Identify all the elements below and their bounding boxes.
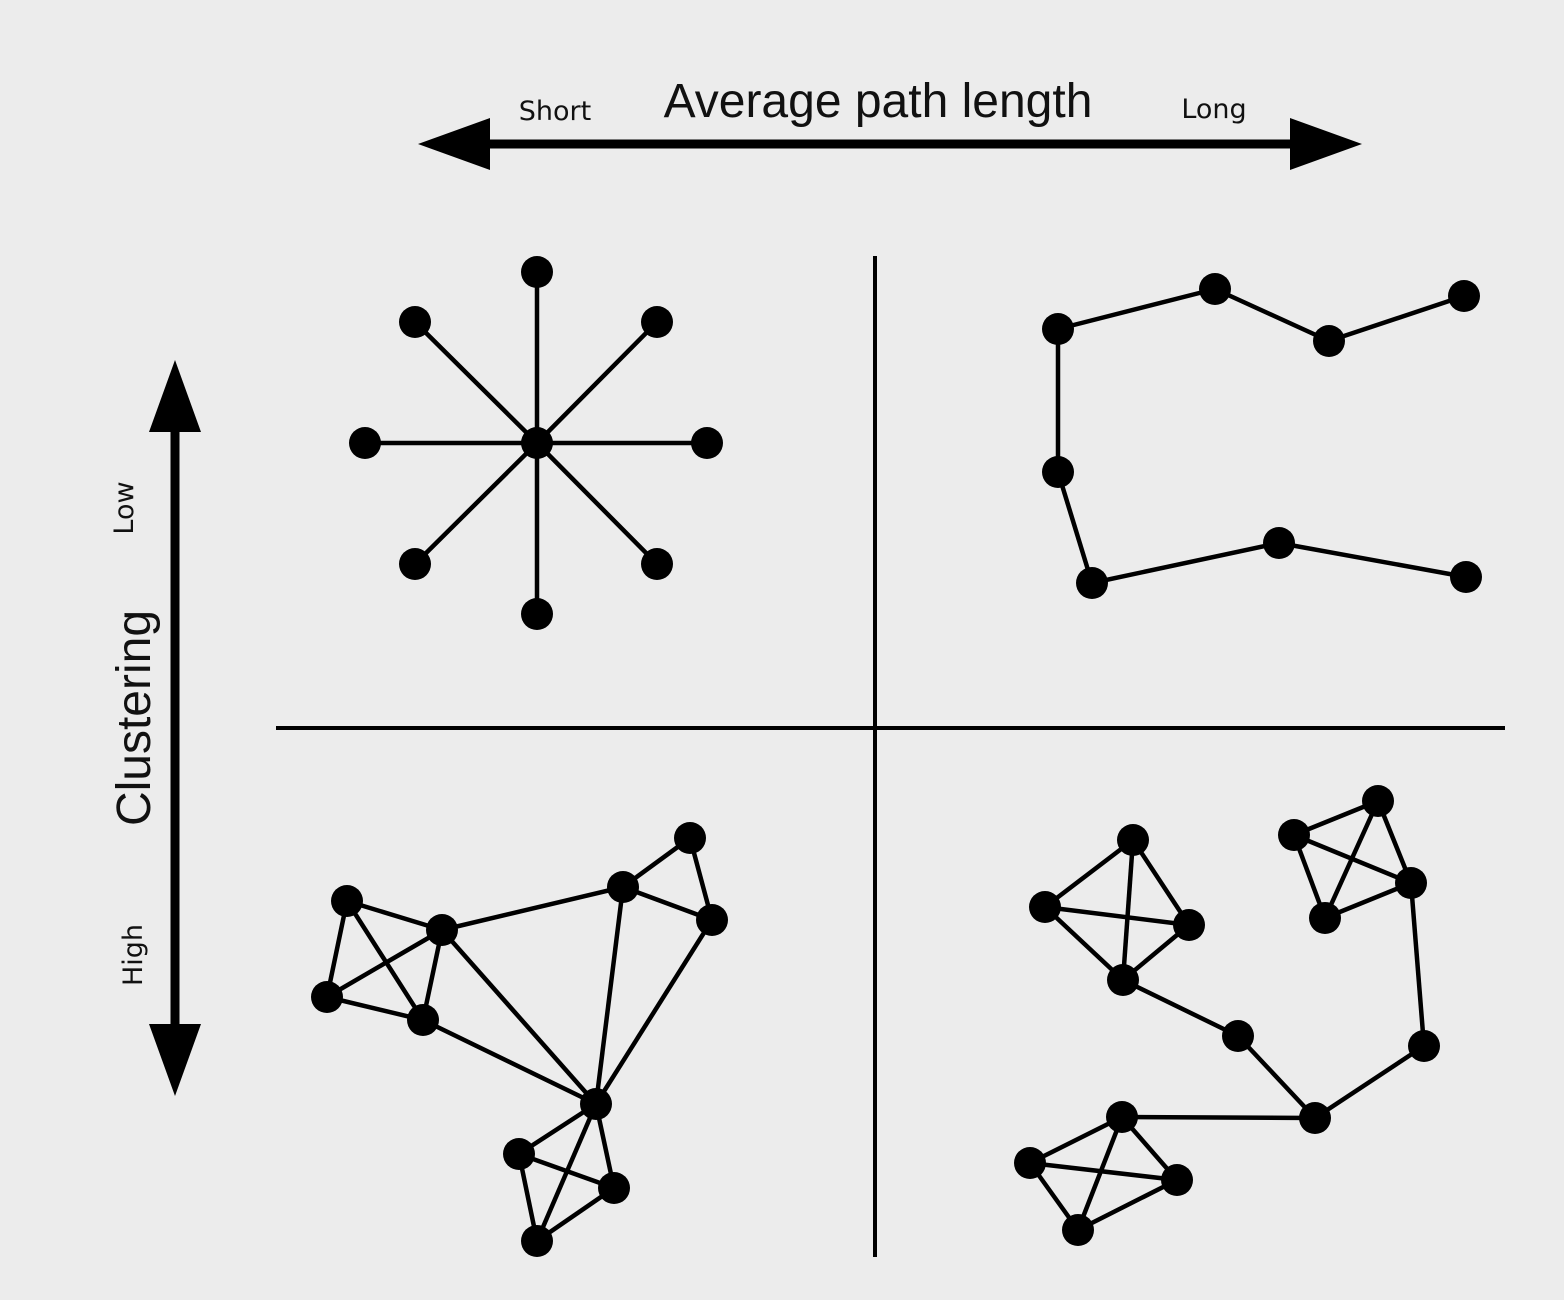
network-edge (535, 320, 659, 445)
network-node (399, 548, 431, 580)
network-edge (1328, 293, 1465, 344)
clustered-long-network (1014, 785, 1440, 1246)
network-node (1278, 819, 1310, 851)
network-node (521, 1225, 553, 1257)
network-node (641, 306, 673, 338)
network-node (1117, 824, 1149, 856)
x-axis-long-label: Long (1181, 94, 1246, 125)
network-node (399, 306, 431, 338)
network-node (598, 1172, 630, 1204)
x-axis-short-label: Short (519, 96, 591, 127)
network-node (1199, 273, 1231, 305)
network-edge (1029, 1160, 1178, 1183)
network-node (521, 598, 553, 630)
network-node (349, 427, 381, 459)
network-node (1263, 527, 1295, 559)
network-node (331, 885, 363, 917)
network-edge (1408, 882, 1427, 1047)
network-node (641, 548, 673, 580)
network-edge (1131, 838, 1191, 927)
network-edge (1121, 1114, 1316, 1121)
network-edge (593, 886, 626, 1105)
network-node (521, 256, 553, 288)
network-edge (1043, 905, 1125, 982)
network-edge (1044, 904, 1190, 928)
x-axis-right-arrowhead (1290, 118, 1362, 170)
network-edge (422, 1017, 597, 1107)
network-edge (326, 994, 424, 1023)
network-node (580, 1088, 612, 1120)
network-edge (324, 900, 350, 998)
network-edge (1043, 838, 1135, 909)
network-node (691, 427, 723, 459)
network-node (1299, 1102, 1331, 1134)
network-edge (440, 928, 598, 1106)
network-edge (594, 918, 714, 1106)
network-node (1014, 1147, 1046, 1179)
network-node (1076, 567, 1108, 599)
network-edge (518, 1151, 615, 1191)
network-node (1313, 325, 1345, 357)
x-axis-title: Average path length (664, 75, 1093, 128)
network-node (311, 981, 343, 1013)
network-node (1042, 456, 1074, 488)
network-edge (413, 320, 539, 445)
network-edge (325, 928, 444, 999)
network-edge (413, 441, 539, 566)
y-axis-top-arrowhead (149, 360, 201, 432)
network-node (1106, 1101, 1138, 1133)
network-edge (535, 441, 659, 566)
network-node (1222, 1020, 1254, 1052)
y-axis-low-label: Low (109, 481, 140, 534)
network-edge (1313, 1044, 1426, 1120)
network-node (1042, 313, 1074, 345)
network-node (1362, 785, 1394, 817)
network-node (696, 904, 728, 936)
network-edge (1120, 839, 1136, 981)
network-edge (441, 884, 624, 933)
network-node (503, 1138, 535, 1170)
network-edge (1122, 977, 1239, 1039)
network-node (674, 822, 706, 854)
network-edge (1057, 286, 1216, 332)
network-edge (1028, 1114, 1124, 1166)
network-node (1309, 902, 1341, 934)
network-node (1450, 561, 1482, 593)
network-edge (1055, 471, 1095, 584)
network-node (407, 1004, 439, 1036)
y-axis-high-label: High (118, 924, 149, 986)
y-axis-arrow (149, 360, 201, 1096)
network-node (1408, 1030, 1440, 1062)
network-node (1395, 867, 1427, 899)
y-axis-title: Clustering (108, 610, 161, 826)
network-edge (1278, 540, 1467, 580)
network-edge (1075, 1116, 1125, 1231)
network-edge (1214, 286, 1330, 344)
network-edge (1236, 1034, 1317, 1120)
network-edge (1091, 540, 1280, 586)
network-node (1062, 1214, 1094, 1246)
network-edge (1076, 1177, 1179, 1233)
network-node (1448, 280, 1480, 312)
network-node (521, 427, 553, 459)
network-node (1107, 964, 1139, 996)
network-node (1029, 891, 1061, 923)
network-node (1173, 909, 1205, 941)
chain-network (1042, 273, 1482, 599)
network-edge (345, 899, 425, 1022)
clustered-short-network (311, 822, 728, 1257)
network-edge (1322, 800, 1381, 919)
network-edge (346, 898, 443, 933)
network-node (426, 914, 458, 946)
network-node (607, 871, 639, 903)
star-network (349, 256, 723, 630)
network-node (1161, 1164, 1193, 1196)
x-axis-left-arrowhead (418, 118, 490, 170)
y-axis-bottom-arrowhead (149, 1024, 201, 1096)
x-axis-arrow (418, 118, 1362, 170)
